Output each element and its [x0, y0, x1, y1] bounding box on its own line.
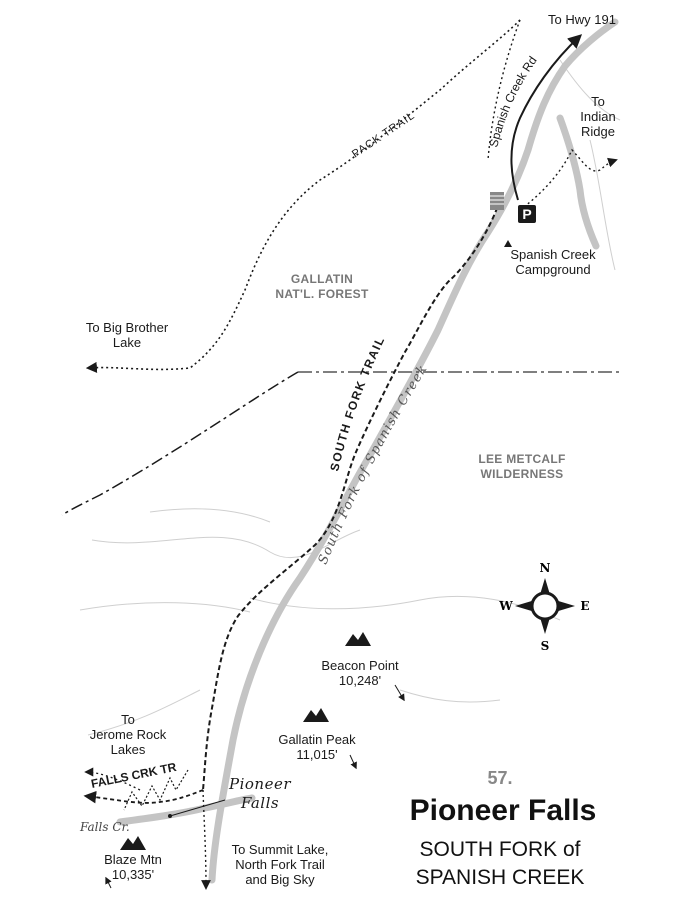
peak-icon [120, 632, 371, 850]
summit-lake-trail-line [201, 789, 211, 890]
gallatin-trail-arrow [349, 754, 357, 770]
svg-text:S: S [541, 639, 550, 653]
indian-ridge-trail-line [519, 148, 618, 211]
south-fork-trail-line [202, 199, 501, 791]
falls-cr-label: Falls Cr. [80, 820, 130, 834]
falls-creek-switchbacks [123, 769, 189, 811]
svg-text:W: W [498, 599, 513, 613]
big-brother-label: To Big Brother Lake [85, 320, 169, 350]
pioneer-falls-pointer [169, 799, 226, 817]
gallatin-forest-label: GALLATIN NAT'L. FOREST [275, 272, 369, 301]
lee-metcalf-label: LEE METCALF WILDERNESS [478, 452, 566, 481]
blaze-trail-arrow [105, 876, 112, 889]
blaze-mtn-label: Blaze Mtn 10,335' [104, 852, 162, 882]
pack-trail-upper-link [487, 19, 521, 161]
hwy191-label: To Hwy 191 [548, 12, 616, 27]
pioneer-falls-map-label: Pioneer Falls [228, 775, 291, 812]
gallatin-peak-label: Gallatin Peak 11,015' [278, 732, 356, 762]
spanish-creek-rd-line [510, 34, 583, 201]
svg-text:N: N [540, 561, 551, 575]
jerome-rock-label: To Jerome Rock Lakes [89, 712, 167, 757]
campground-label: Spanish Creek Campground [510, 247, 596, 277]
svg-text:P: P [522, 206, 531, 222]
page-title: Pioneer Falls [409, 794, 597, 827]
campground-icon [504, 240, 512, 247]
summit-lake-label: To Summit Lake, North Fork Trail and Big… [231, 842, 329, 887]
svg-text:E: E [580, 599, 589, 613]
trailhead-icon [490, 192, 504, 210]
beacon-trail-arrow [394, 684, 405, 702]
jerome-rock-trail-line [84, 767, 141, 791]
indian-ridge-label: To Indian Ridge [580, 94, 616, 139]
pack-trail-line [85, 19, 521, 374]
forest-boundary-line [61, 371, 299, 516]
falls-creek-trail-line [83, 789, 204, 804]
page-subtitle: SOUTH FORK of SPANISH CREEK [415, 838, 585, 889]
beacon-point-label: Beacon Point 10,248' [321, 658, 399, 688]
river-south-fork [116, 18, 619, 884]
parking-icon: P [518, 205, 536, 223]
hike-number: 57. [487, 768, 513, 788]
compass-rose-icon: N S E W [498, 561, 589, 653]
pack-trail-label: PACK TRAIL [350, 109, 417, 160]
falls-crk-tr-label: FALLS CRK TR [90, 760, 178, 791]
